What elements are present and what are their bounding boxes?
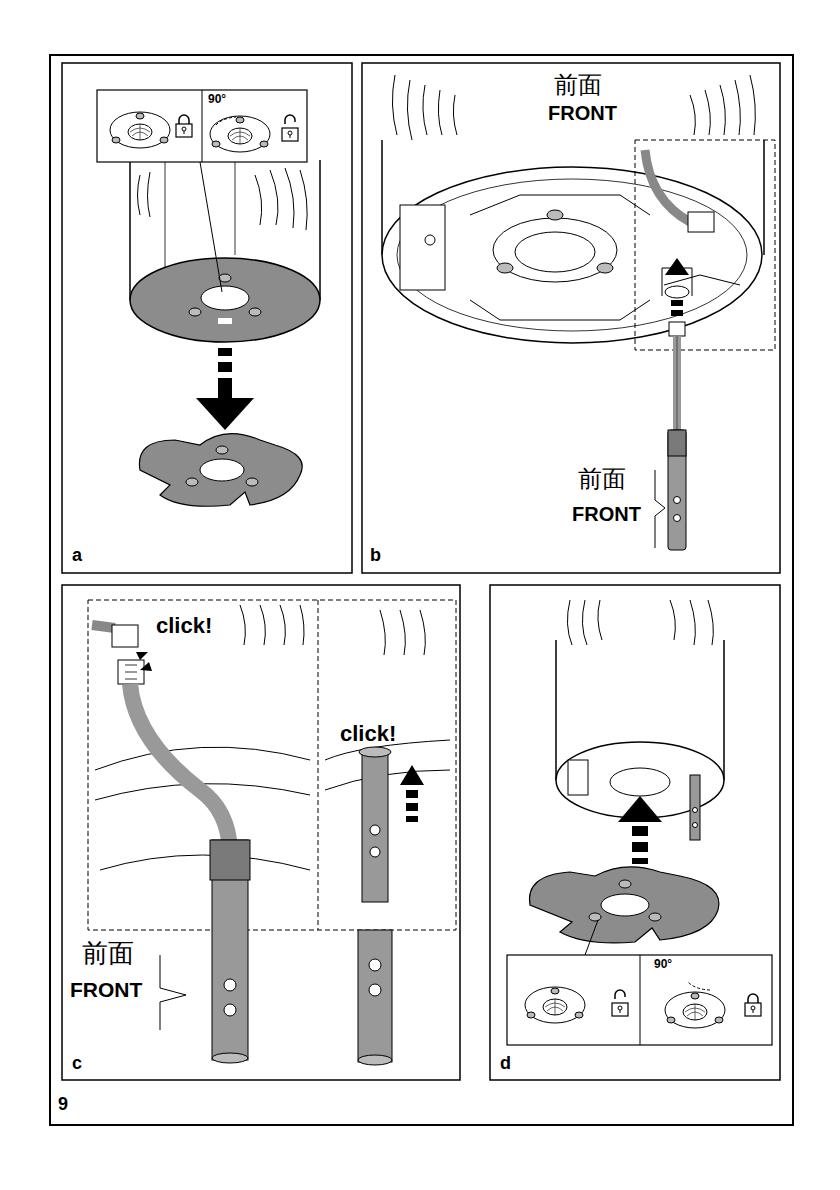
orientation-label: FRONT [70, 978, 142, 1001]
step-letter: b [370, 546, 381, 566]
step-letter: c [72, 1054, 82, 1074]
step-letter: d [500, 1054, 511, 1074]
step-letter: a [72, 546, 82, 566]
rotation-angle: 90° [654, 958, 672, 971]
rotation-angle: 90° [208, 93, 226, 106]
orientation-label: FRONT [572, 503, 641, 525]
orientation-label: 前面 [82, 940, 134, 969]
orientation-label: FRONT [548, 102, 617, 124]
click-note: click! [156, 614, 212, 638]
figure-number: 9 [58, 1095, 68, 1115]
click-note: click! [340, 722, 396, 746]
orientation-label: 前面 [578, 466, 626, 492]
orientation-label: 前面 [554, 72, 602, 98]
